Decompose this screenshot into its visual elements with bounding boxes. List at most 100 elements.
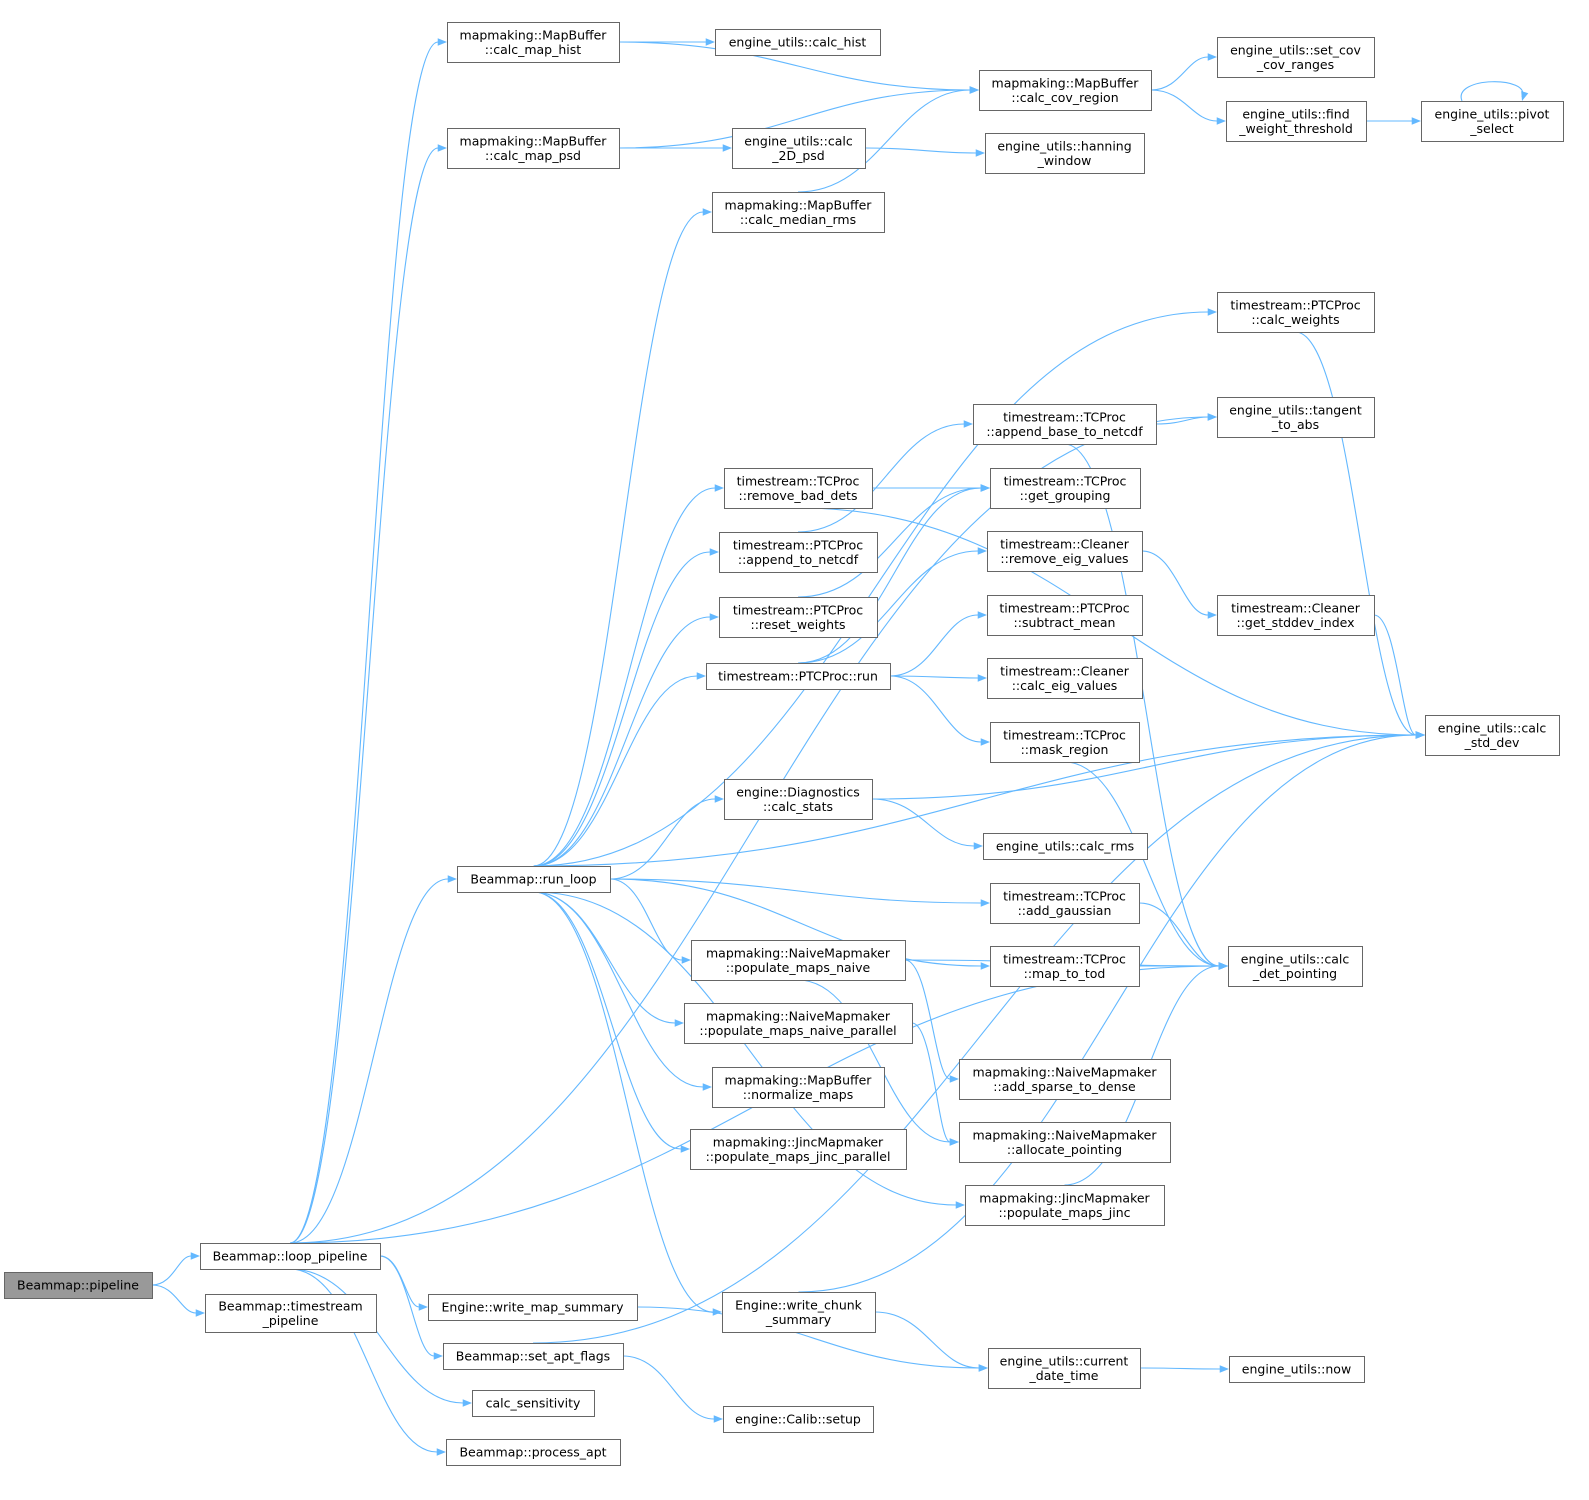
- graph-node[interactable]: mapmaking::JincMapmaker::populate_maps_j…: [690, 1129, 907, 1170]
- graph-node[interactable]: timestream::TCProc::append_base_to_netcd…: [973, 404, 1157, 445]
- node-label: mapmaking::MapBuffer: [460, 27, 608, 42]
- graph-node[interactable]: mapmaking::MapBuffer::calc_median_rms: [712, 192, 885, 233]
- arrow-head: [437, 38, 447, 46]
- arrow-head: [433, 1352, 443, 1360]
- graph-node[interactable]: timestream::PTCProc::reset_weights: [719, 597, 878, 638]
- graph-node[interactable]: engine_utils::now: [1229, 1356, 1365, 1383]
- graph-node[interactable]: engine_utils::pivot_select: [1421, 101, 1564, 142]
- graph-node[interactable]: timestream::PTCProc::append_to_netcdf: [719, 532, 878, 573]
- graph-node[interactable]: mapmaking::MapBuffer::calc_map_hist: [447, 22, 620, 63]
- graph-node[interactable]: timestream::TCProc::mask_region: [990, 722, 1140, 763]
- graph-node[interactable]: mapmaking::MapBuffer::normalize_maps: [712, 1067, 885, 1108]
- node-box: [719, 532, 878, 573]
- arrow-head: [437, 144, 447, 152]
- call-edge: [533, 551, 711, 867]
- graph-node[interactable]: timestream::TCProc::map_to_tod: [990, 946, 1140, 987]
- arrow-head: [418, 1303, 428, 1311]
- graph-node[interactable]: engine_utils::find_weight_threshold: [1226, 101, 1367, 142]
- call-edge: [911, 1022, 951, 1143]
- graph-node[interactable]: mapmaking::NaiveMapmaker::populate_maps_…: [684, 1003, 913, 1044]
- node-label: ::remove_eig_values: [1000, 551, 1128, 566]
- graph-node[interactable]: timestream::PTCProc::run: [706, 663, 891, 690]
- graph-node[interactable]: mapmaking::MapBuffer::calc_cov_region: [979, 70, 1152, 111]
- node-label: timestream::Cleaner: [1000, 536, 1130, 551]
- node-box: [1217, 595, 1375, 636]
- graph-node[interactable]: timestream::TCProc::remove_bad_dets: [724, 468, 873, 509]
- node-label: engine_utils::now: [1242, 1362, 1351, 1377]
- graph-node[interactable]: engine_utils::set_cov_cov_ranges: [1217, 37, 1375, 78]
- call-edge: [289, 416, 1209, 1244]
- node-box: [690, 1129, 907, 1170]
- call-edge: [797, 550, 979, 664]
- graph-node[interactable]: engine_utils::calc_hist: [715, 29, 881, 56]
- arrow-head: [977, 674, 987, 682]
- arrow-head: [980, 738, 990, 746]
- node-label: ::map_to_tod: [1024, 966, 1106, 981]
- node-label: Beammap::loop_pipeline: [213, 1249, 368, 1264]
- node-box: [724, 468, 873, 509]
- graph-node[interactable]: engine_utils::calc_2D_psd: [732, 128, 866, 169]
- call-edge: [609, 878, 683, 961]
- node-label: _cov_ranges: [1256, 57, 1334, 72]
- node-label: timestream::TCProc: [1003, 409, 1126, 424]
- node-box: [719, 597, 878, 638]
- graph-node[interactable]: Engine::write_chunk_summary: [722, 1292, 876, 1333]
- graph-node[interactable]: timestream::Cleaner::remove_eig_values: [987, 531, 1143, 572]
- graph-node[interactable]: Beammap::loop_pipeline: [200, 1243, 381, 1270]
- graph-node[interactable]: timestream::Cleaner::calc_eig_values: [987, 658, 1143, 699]
- graph-node[interactable]: timestream::TCProc::add_gaussian: [990, 883, 1140, 924]
- node-label: mapmaking::MapBuffer: [725, 197, 873, 212]
- call-edge: [379, 1255, 435, 1357]
- graph-node[interactable]: Beammap::timestream_pipeline: [205, 1294, 377, 1333]
- graph-node[interactable]: timestream::Cleaner::get_stddev_index: [1217, 595, 1375, 636]
- arrow-head: [949, 1075, 959, 1083]
- arrow-head: [1207, 611, 1217, 619]
- graph-node[interactable]: calc_sensitivity: [472, 1390, 595, 1417]
- graph-node[interactable]: Beammap::process_apt: [446, 1439, 621, 1466]
- node-box: [447, 22, 620, 63]
- node-box: [684, 1003, 913, 1044]
- graph-node[interactable]: mapmaking::MapBuffer::calc_map_psd: [447, 128, 620, 169]
- call-edge: [871, 798, 975, 847]
- node-label: calc_sensitivity: [486, 1396, 581, 1411]
- node-label: ::allocate_pointing: [1007, 1142, 1122, 1157]
- arrow-head: [977, 547, 987, 555]
- graph-node[interactable]: timestream::PTCProc::calc_weights: [1217, 292, 1375, 333]
- graph-node[interactable]: mapmaking::NaiveMapmaker::allocate_point…: [959, 1122, 1171, 1163]
- graph-node[interactable]: timestream::PTCProc::subtract_mean: [987, 595, 1143, 636]
- node-label: _to_abs: [1271, 417, 1319, 432]
- graph-node[interactable]: engine_utils::current_date_time: [988, 1348, 1141, 1389]
- graph-node[interactable]: Beammap::pipeline: [4, 1272, 153, 1299]
- graph-node[interactable]: Beammap::run_loop: [457, 866, 611, 893]
- node-box: [1425, 715, 1560, 756]
- node-box: [987, 658, 1143, 699]
- graph-node[interactable]: engine::Calib::setup: [723, 1406, 874, 1433]
- graph-node[interactable]: engine_utils::hanning_window: [985, 133, 1145, 174]
- node-label: engine_utils::tangent: [1229, 402, 1362, 417]
- node-label: ::calc_weights: [1251, 312, 1339, 327]
- graph-node[interactable]: engine_utils::calc_rms: [983, 833, 1148, 860]
- node-box: [706, 663, 891, 690]
- graph-node[interactable]: Engine::write_map_summary: [428, 1294, 638, 1321]
- call-edge: [289, 147, 439, 1244]
- call-edge: [289, 41, 439, 1244]
- call-edge: [1150, 56, 1209, 91]
- graph-node[interactable]: mapmaking::NaiveMapmaker::populate_maps_…: [691, 940, 906, 981]
- graph-node[interactable]: engine_utils::tangent_to_abs: [1217, 397, 1375, 438]
- node-box: [990, 946, 1140, 987]
- arrow-head: [190, 1252, 200, 1260]
- node-box: [983, 833, 1148, 860]
- graph-node[interactable]: mapmaking::JincMapmaker::populate_maps_j…: [965, 1185, 1165, 1226]
- graph-node[interactable]: timestream::TCProc::get_grouping: [990, 468, 1141, 509]
- graph-node[interactable]: mapmaking::NaiveMapmaker::add_sparse_to_…: [959, 1059, 1171, 1100]
- node-label: ::remove_bad_dets: [739, 488, 858, 503]
- node-label: ::calc_median_rms: [740, 212, 856, 227]
- arrow-head: [705, 38, 715, 46]
- call-edge: [1373, 614, 1417, 736]
- graph-node[interactable]: engine_utils::calc_std_dev: [1425, 715, 1560, 756]
- node-label: ::populate_maps_jinc: [998, 1205, 1130, 1220]
- graph-node[interactable]: Beammap::set_apt_flags: [443, 1343, 624, 1370]
- arrow-head: [969, 86, 979, 94]
- graph-node[interactable]: engine_utils::calc_det_pointing: [1228, 946, 1363, 987]
- graph-node[interactable]: engine::Diagnostics::calc_stats: [724, 779, 873, 820]
